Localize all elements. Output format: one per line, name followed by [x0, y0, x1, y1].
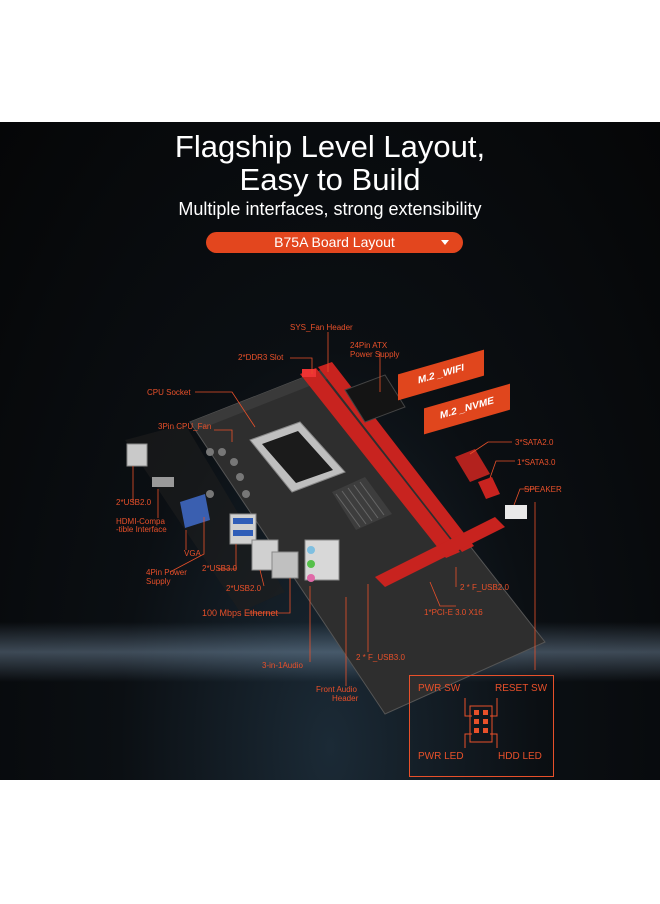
- label-hdmi-2: -tible Interface: [116, 525, 167, 534]
- label-sys-fan: SYS_Fan Header: [290, 323, 353, 332]
- pin-header-icon: [464, 698, 498, 748]
- label-front-audio-2: Header: [332, 694, 359, 703]
- label-sata2: 3*SATA2.0: [515, 438, 554, 447]
- label-pwr-led: PWR LED: [418, 751, 464, 762]
- label-ddr3: 2*DDR3 Slot: [238, 353, 284, 362]
- label-audio: 3-in-1Audio: [262, 661, 303, 670]
- label-4pin-power-2: Supply: [146, 577, 171, 586]
- chevron-down-icon: [441, 240, 449, 245]
- label-usb2-rear2: 2*USB2.0: [226, 584, 262, 593]
- label-vga: VGA: [184, 549, 201, 558]
- label-f-usb2: 2 * F_USB2.0: [460, 583, 509, 592]
- label-pcie: 1*PCI-E 3.0 X16: [424, 608, 483, 617]
- motherboard-illustration: [125, 332, 546, 715]
- label-reset-sw: RESET SW: [495, 683, 548, 694]
- label-cpu-fan: 3Pin CPU_Fan: [158, 422, 212, 431]
- label-front-audio-1: Front Audio: [316, 685, 357, 694]
- board-layout-dropdown[interactable]: B75A Board Layout: [206, 232, 463, 253]
- label-speaker: SPEAKER: [524, 485, 562, 494]
- headline-line2: Easy to Build: [239, 162, 421, 197]
- front-panel-pin-diagram: PWR SW RESET SW PWR LED HDD LED: [409, 675, 554, 777]
- label-hdmi-1: HDMI-Compa: [116, 517, 165, 526]
- label-hdd-led: HDD LED: [498, 751, 542, 762]
- label-usb2-rear: 2*USB2.0: [116, 498, 152, 507]
- board-layout-label: B75A Board Layout: [274, 234, 395, 250]
- label-4pin-power-1: 4Pin Power: [146, 568, 187, 577]
- product-panel: Flagship Level Layout, Easy to Build Mul…: [0, 122, 660, 780]
- label-usb3-rear: 2*USB3.0: [202, 564, 238, 573]
- label-sata3: 1*SATA3.0: [517, 458, 556, 467]
- label-atx-24pin-2: Power Supply: [350, 350, 400, 359]
- label-ethernet: 100 Mbps Ethernet: [202, 608, 279, 618]
- headline-line1: Flagship Level Layout,: [174, 129, 486, 164]
- label-atx-24pin-1: 24Pin ATX: [350, 341, 388, 350]
- label-f-usb3: 2 * F_USB3.0: [356, 653, 405, 662]
- label-pwr-sw: PWR SW: [418, 683, 461, 694]
- subtitle: Multiple interfaces, strong extensibilit…: [178, 199, 482, 219]
- label-cpu-socket: CPU Socket: [147, 388, 191, 397]
